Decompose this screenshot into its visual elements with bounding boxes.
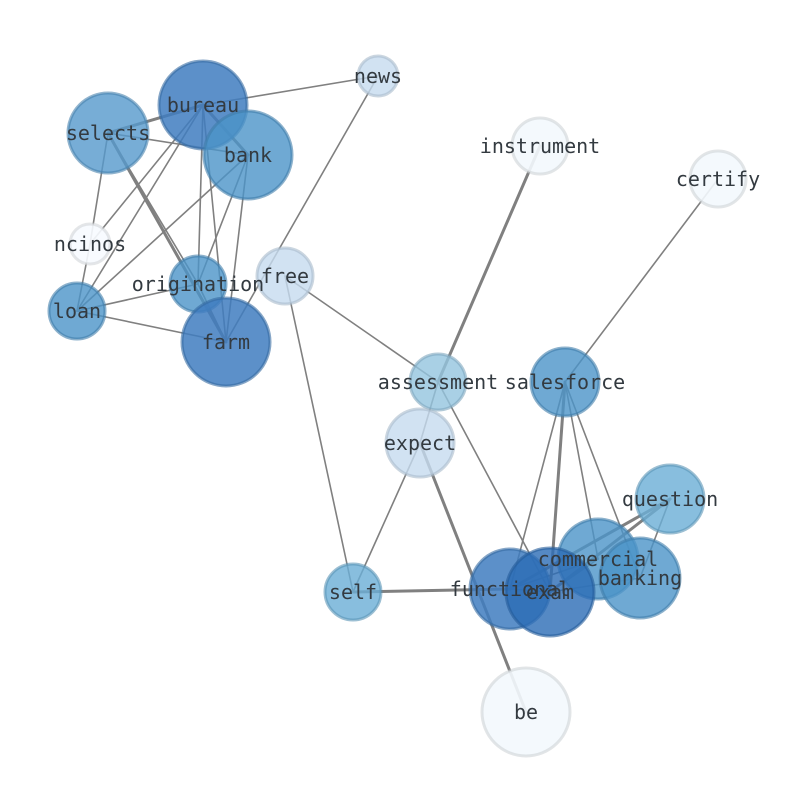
label-layer: bureau news selects bank instrument certify nc… bbox=[53, 64, 760, 724]
node-farm[interactable] bbox=[180, 296, 272, 388]
node-label-functional: functional bbox=[450, 577, 570, 601]
node-label-free: free bbox=[261, 264, 309, 288]
node-label-exam: exam bbox=[526, 580, 574, 604]
node-label-bank: bank bbox=[224, 143, 272, 167]
node-ncinos[interactable] bbox=[68, 222, 112, 266]
edge-instrument-assessment bbox=[436, 144, 542, 384]
node-label-commercial: commercial bbox=[538, 547, 658, 571]
node-label-instrument: instrument bbox=[480, 134, 600, 158]
node-instrument[interactable] bbox=[510, 116, 570, 176]
node-label-selects: selects bbox=[66, 121, 150, 145]
edge-free-assessment bbox=[284, 275, 439, 383]
edge-layer bbox=[76, 75, 719, 714]
node-label-salesforce: salesforce bbox=[505, 370, 625, 394]
node-label-news: news bbox=[354, 64, 402, 88]
node-label-farm: farm bbox=[202, 330, 250, 354]
node-label-self: self bbox=[329, 580, 377, 604]
node-be[interactable] bbox=[480, 666, 572, 758]
node-label-bureau: bureau bbox=[167, 93, 239, 117]
node-label-banking: banking bbox=[598, 566, 682, 590]
node-label-assessment: assessment bbox=[378, 370, 498, 394]
node-question[interactable] bbox=[634, 463, 706, 535]
node-label-be: be bbox=[514, 700, 538, 724]
node-bank[interactable] bbox=[202, 109, 294, 201]
node-banking[interactable] bbox=[598, 536, 682, 620]
node-label-expect: expect bbox=[384, 431, 456, 455]
node-news[interactable] bbox=[356, 54, 400, 98]
node-label-question: question bbox=[622, 487, 718, 511]
node-label-origination: origination bbox=[132, 272, 264, 296]
node-selects[interactable] bbox=[66, 91, 150, 175]
edge-free-self bbox=[284, 275, 354, 593]
node-label-ncinos: ncinos bbox=[54, 232, 126, 256]
node-exam[interactable] bbox=[504, 546, 596, 638]
edge-news-farm bbox=[225, 75, 379, 343]
node-certify[interactable] bbox=[688, 149, 748, 209]
node-loan[interactable] bbox=[47, 281, 107, 341]
node-salesforce[interactable] bbox=[529, 346, 601, 418]
edge-certify-salesforce bbox=[564, 178, 719, 383]
node-expect[interactable] bbox=[384, 407, 456, 479]
node-label-loan: loan bbox=[53, 299, 101, 323]
node-layer bbox=[47, 54, 748, 758]
node-self[interactable] bbox=[323, 562, 383, 622]
node-label-certify: certify bbox=[676, 167, 760, 191]
node-assessment[interactable] bbox=[408, 352, 468, 412]
node-free[interactable] bbox=[255, 246, 315, 306]
